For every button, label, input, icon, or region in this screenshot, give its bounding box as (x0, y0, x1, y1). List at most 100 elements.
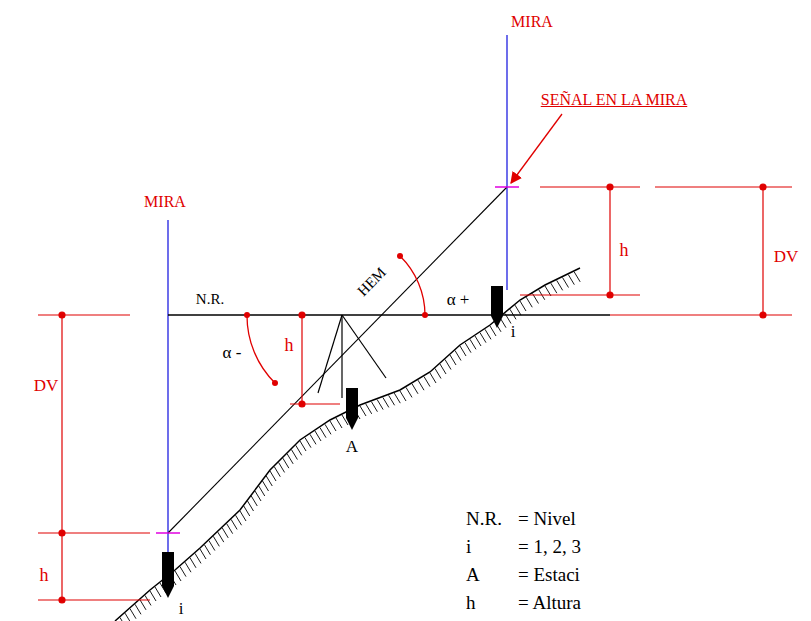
hatch-stroke (445, 360, 451, 370)
hatch-stroke (310, 434, 316, 444)
angle-label: α - (223, 344, 242, 361)
height-label: h (40, 566, 49, 584)
hatch-stroke (412, 384, 418, 394)
dot (397, 253, 403, 259)
hatch-stroke (475, 336, 481, 346)
hatch-stroke (455, 351, 461, 361)
hatch-stroke (485, 329, 491, 339)
height-label: h (285, 336, 294, 354)
ground-line (115, 268, 580, 621)
vertical-distance-label: DV (34, 377, 59, 394)
hatch-stroke (296, 445, 302, 455)
dimension-line (301, 315, 302, 404)
dimension-line (609, 187, 610, 295)
point-label: i (511, 323, 516, 340)
legend-text: = Nivel (518, 509, 576, 528)
hatch-stroke (213, 536, 219, 546)
hatch-stroke (190, 558, 196, 568)
hatch-stroke (389, 395, 395, 405)
hatch-stroke (330, 421, 336, 431)
ground-hatching (115, 272, 580, 621)
hatch-stroke (515, 305, 521, 315)
hatch-stroke (236, 515, 242, 525)
hatch-stroke (371, 402, 377, 412)
hatch-stroke (568, 275, 574, 285)
hatch-stroke (305, 438, 311, 448)
hatch-stroke (185, 562, 191, 572)
hatch-stroke (360, 406, 366, 416)
dot (422, 312, 428, 318)
dimension-line (762, 187, 763, 315)
hatch-stroke (240, 511, 246, 521)
hatch-stroke (400, 391, 406, 401)
extension-line (38, 532, 150, 533)
hatch-stroke (377, 400, 383, 410)
hatch-stroke (406, 387, 412, 397)
angle-arc (400, 256, 425, 315)
legend-key: h (466, 593, 476, 612)
hatch-stroke (231, 519, 237, 529)
signal-label: SEÑAL EN LA MIRA (541, 92, 688, 108)
station-label: A (346, 438, 358, 455)
hatch-stroke (526, 297, 532, 307)
hatch-stroke (251, 496, 257, 506)
hatch-stroke (222, 528, 228, 538)
hatch-stroke (430, 373, 436, 383)
hatch-stroke (470, 339, 476, 349)
hatch-stroke (227, 524, 233, 534)
hatch-stroke (510, 309, 516, 319)
hatch-stroke (244, 506, 250, 516)
extension-line (520, 294, 640, 295)
hatch-stroke (435, 369, 441, 379)
hatch-stroke (200, 549, 206, 559)
hatch-stroke (180, 567, 186, 577)
hatch-stroke (557, 280, 563, 290)
hatch-stroke (270, 471, 276, 481)
hatch-stroke (465, 343, 471, 353)
hatch-stroke (283, 458, 289, 468)
hatch-stroke (274, 467, 280, 477)
hatch-stroke (418, 380, 424, 390)
hatch-stroke (209, 541, 215, 551)
legend-text: = Altura (518, 593, 581, 612)
hatch-stroke (366, 404, 372, 414)
hatch-stroke (336, 418, 342, 428)
hatch-stroke (130, 609, 136, 619)
legend-text: = 1, 2, 3 (518, 537, 581, 556)
angle-arc (247, 315, 275, 383)
hatch-stroke (320, 428, 326, 438)
hatch-stroke (120, 618, 126, 621)
hatch-stroke (551, 283, 557, 293)
tripod-leg (318, 315, 342, 393)
hatch-stroke (218, 532, 224, 542)
right-rod (506, 35, 507, 290)
hatch-stroke (424, 377, 430, 387)
dot (760, 184, 766, 190)
hatch-stroke (300, 441, 306, 451)
dot (59, 530, 65, 536)
hatch-stroke (125, 613, 131, 621)
hatch-stroke (460, 346, 466, 356)
legend-key: i (466, 537, 471, 556)
hatch-stroke (383, 397, 389, 407)
leader-arrow (511, 114, 562, 183)
hatch-stroke (574, 272, 580, 282)
dot (244, 312, 250, 318)
tripod-leg (342, 315, 386, 378)
hatch-stroke (279, 462, 285, 472)
tripod-leg (341, 315, 342, 398)
hatch-stroke (520, 301, 526, 311)
legend-key: A (466, 565, 480, 584)
legend-text: = Estaci (518, 565, 580, 584)
legend-key: N.R. (466, 509, 502, 528)
extension-line (655, 186, 792, 187)
vertical-distance-label: DV (774, 248, 799, 265)
extension-line (38, 314, 130, 315)
extension-line (540, 186, 640, 187)
right-dimensions (520, 184, 792, 318)
reference-level (168, 314, 610, 315)
extension-line (290, 403, 340, 404)
angle-label: α + (447, 291, 470, 308)
hatch-stroke (490, 326, 496, 336)
dot (607, 292, 613, 298)
